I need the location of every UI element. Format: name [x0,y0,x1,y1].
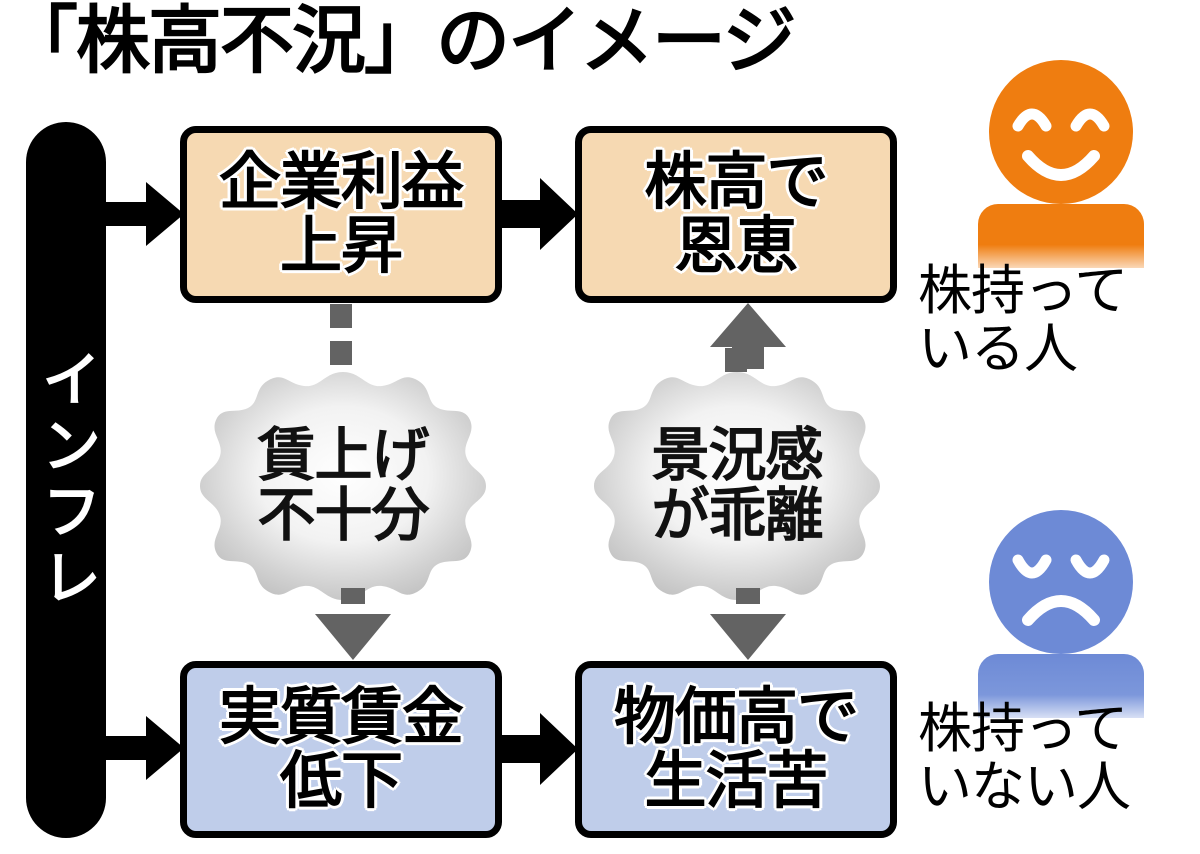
note-sentiment-divergence: 景況感 が乖離 [592,368,882,604]
arrow-sentiment-to-benefit-icon [710,303,786,374]
arrow-wages-to-living-icon [500,707,578,796]
page-title: 「株高不況」のイメージ [4,0,797,82]
note-insufficient-wage-hike-label: 賃上げ 不十分 [257,423,429,548]
dash-segment [330,304,352,328]
sad-person-icon [972,508,1150,728]
node-stock-gain-benefit: 株高で 恩恵 [575,126,897,303]
node-corporate-profit-rise-label: 企業利益 上昇 [218,148,464,281]
caption-stock-non-holder: 株持って いない人 [918,699,1131,818]
arrow-profit-to-benefit-icon [500,172,578,261]
connector-sentiment-to-benefit-dash [725,348,747,372]
node-cost-of-living-hardship: 物価高で 生活苦 [575,661,897,838]
arrow-bar-to-profit-icon [104,176,184,257]
inflation-bar: インフレ [26,122,106,838]
dash-segment [725,348,747,372]
node-real-wage-decline-label: 実質賃金 低下 [218,683,464,816]
node-cost-of-living-hardship-label: 物価高で 生活苦 [613,683,859,816]
node-stock-gain-benefit-label: 株高で 恩恵 [644,148,828,281]
arrow-bar-to-wages-icon [104,710,184,791]
node-corporate-profit-rise: 企業利益 上昇 [180,126,502,303]
arrow-sentiment-to-living-icon [710,588,786,665]
note-sentiment-divergence-label: 景況感 が乖離 [651,423,823,548]
arrow-wage-gap-to-wages-icon [315,588,391,665]
inflation-bar-label: インフレ [33,348,100,612]
dash-segment [330,341,352,365]
note-insufficient-wage-hike: 賃上げ 不十分 [198,368,488,604]
happy-person-icon [972,58,1150,278]
node-real-wage-decline: 実質賃金 低下 [180,661,502,838]
caption-stock-holder: 株持って いる人 [918,261,1128,380]
